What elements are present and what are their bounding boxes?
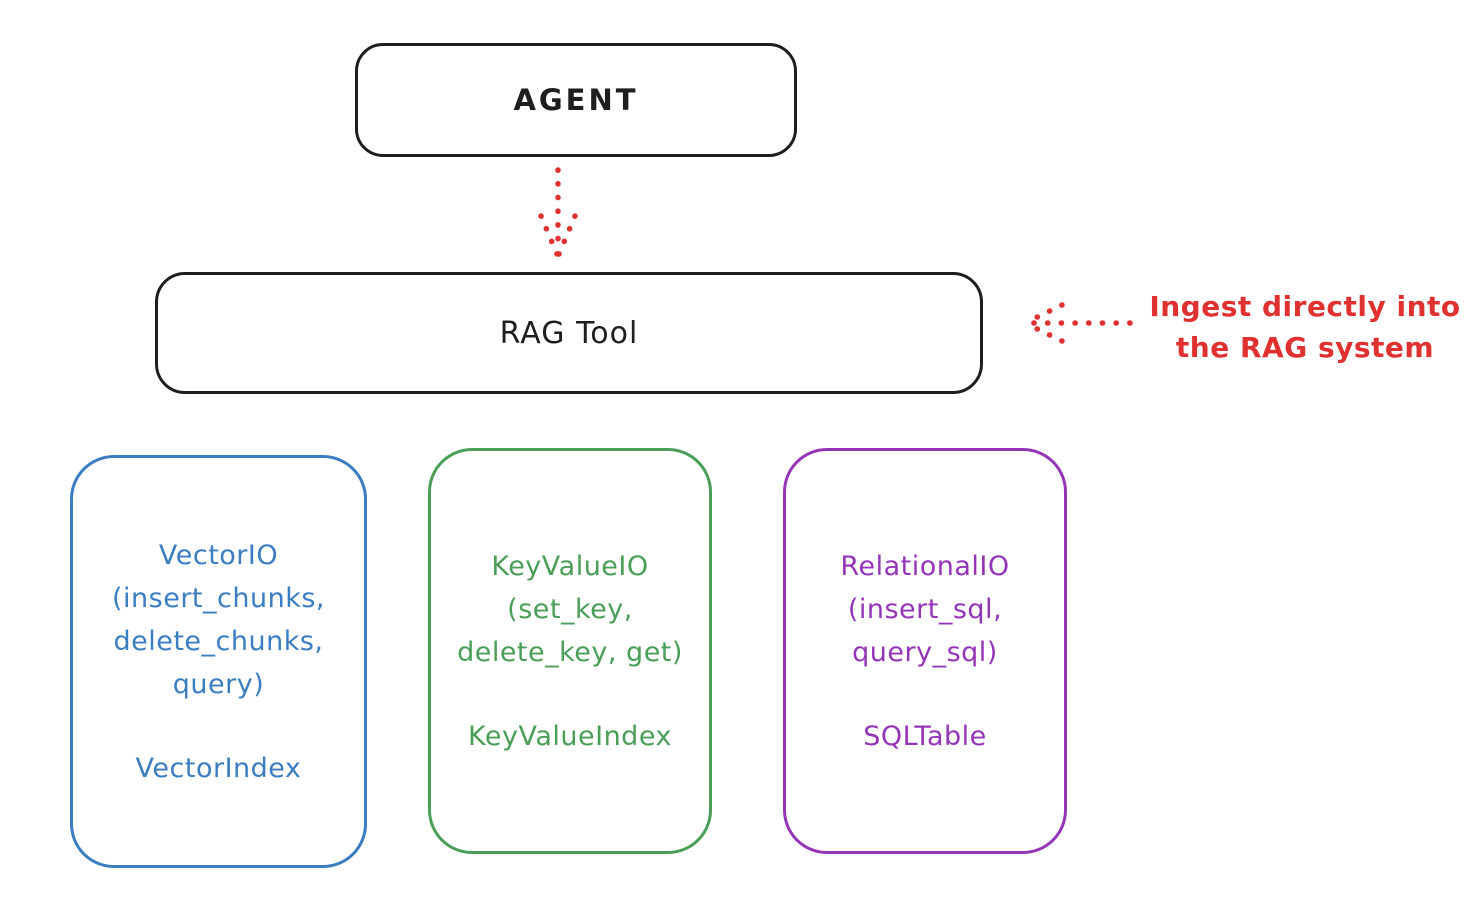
agent-label: AGENT (513, 83, 639, 117)
keyvalue-index-label: KeyValueIndex (468, 720, 672, 752)
keyvalue-io-title-line: (set_key, (507, 593, 633, 625)
sql-table-label: SQLTable (863, 720, 987, 752)
relational-io-title-line: RelationalIO (840, 550, 1010, 582)
relational-io-title-line: query_sql) (852, 636, 998, 668)
keyvalue-io-node: KeyValueIO (set_key, delete_key, get) Ke… (428, 448, 712, 854)
relational-io-text: RelationalIO (insert_sql, query_sql) SQL… (840, 545, 1009, 758)
keyvalue-io-title-line: delete_key, get) (457, 636, 683, 668)
ingest-annotation-arrow (1024, 302, 1133, 344)
keyvalue-io-text: KeyValueIO (set_key, delete_key, get) Ke… (457, 545, 683, 758)
vector-io-title-line: VectorIO (158, 539, 279, 571)
agent-node: AGENT (355, 43, 797, 157)
rag-tool-label: RAG Tool (499, 315, 639, 351)
vector-io-title-line: query) (172, 668, 265, 700)
relational-io-title-line: (insert_sql, (847, 593, 1003, 625)
vector-io-title-line: delete_chunks, (113, 625, 324, 657)
keyvalue-io-title-line: KeyValueIO (491, 550, 649, 582)
rag-tool-node: RAG Tool (155, 272, 983, 394)
ingest-annotation: Ingest directly into the RAG system (1140, 286, 1470, 368)
vector-io-title-line: (insert_chunks, (112, 582, 325, 614)
ingest-annotation-line2: the RAG system (1175, 331, 1435, 364)
vector-io-node: VectorIO (insert_chunks, delete_chunks, … (70, 455, 367, 868)
relational-io-node: RelationalIO (insert_sql, query_sql) SQL… (783, 448, 1067, 854)
vector-io-text: VectorIO (insert_chunks, delete_chunks, … (112, 534, 325, 790)
agent-to-ragtool-arrow (538, 167, 578, 257)
ingest-annotation-line1: Ingest directly into (1149, 290, 1461, 323)
vector-index-label: VectorIndex (135, 752, 302, 784)
